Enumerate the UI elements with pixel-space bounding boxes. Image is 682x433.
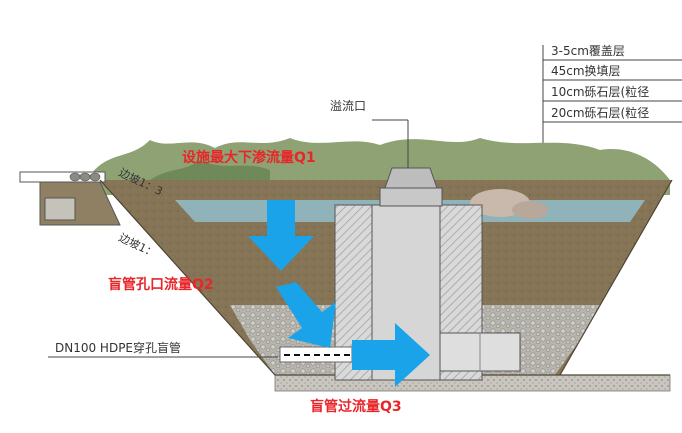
arrow-q1 xyxy=(248,200,314,271)
layer-label-fill: 45cm换填层 xyxy=(551,64,621,78)
flow-label-q2: 盲管孔口流量Q2 xyxy=(108,276,214,293)
flow-label-q1: 设施最大下渗流量Q1 xyxy=(182,149,316,166)
perforated-pipe: DN100 HDPE穿孔盲管 xyxy=(48,340,353,363)
layer-label-gravel-20: 20cm砾石层(粒径 xyxy=(551,105,649,120)
overflow-label: 溢流口 xyxy=(330,99,366,113)
flow-arrows xyxy=(248,200,430,387)
arrow-q3 xyxy=(352,323,430,387)
layer-legend: 3-5cm覆盖层 45cm换填层 10cm砾石层(粒径 20cm砾石层(粒径 xyxy=(541,44,682,380)
pipe-label: DN100 HDPE穿孔盲管 xyxy=(55,340,181,355)
flow-label-q3: 盲管过流量Q3 xyxy=(310,398,402,415)
layer-label-cover: 3-5cm覆盖层 xyxy=(551,44,625,58)
arrow-q2 xyxy=(276,282,336,348)
layer-label-gravel-10: 10cm砾石层(粒径 xyxy=(551,84,649,99)
